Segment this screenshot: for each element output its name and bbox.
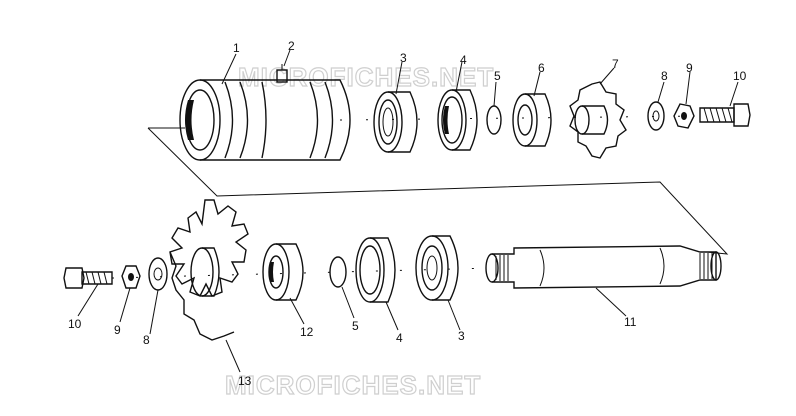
callout-9-top: 9 [686,61,693,75]
assembly-frame-lines [147,127,729,255]
callout-10-top: 10 [733,69,747,83]
callout-11: 11 [624,315,637,329]
callouts-bottom: 10 9 8 13 12 5 4 3 11 [68,315,637,388]
part-10-bolt-top [699,103,751,127]
part-3-bearing-bottom [415,235,459,301]
watermark-top: MICROFICHES.NET [238,62,494,92]
part-5-o-ring-top [486,105,502,135]
part-8-washer-top [647,101,665,131]
part-6-spacer [512,93,552,147]
part-10-bolt-bottom [63,267,113,289]
callout-12: 12 [300,325,314,339]
callout-3-bottom: 3 [458,329,465,343]
callout-8-bottom: 8 [143,333,150,347]
callouts-top: 1 2 3 4 5 6 7 8 9 10 [233,39,747,83]
part-3-bearing-top [373,91,418,153]
callout-8-top: 8 [661,69,668,83]
part-5-o-ring-bottom [329,256,347,288]
callout-7: 7 [612,57,619,71]
part-9-lock-washer-top [673,103,695,129]
part-1-housing [179,79,351,161]
part-8-washer-bottom [148,257,168,291]
top-center-axis [339,115,701,121]
callout-4-top: 4 [460,53,467,67]
part-4-bearing-cup-top [437,89,478,151]
callout-5-bottom: 5 [352,319,359,333]
callout-5-top: 5 [494,69,501,83]
callout-4-bottom: 4 [396,331,403,345]
callout-6: 6 [538,61,545,75]
part-11-jackshaft [485,245,722,289]
callout-3-top: 3 [400,51,407,65]
callout-10-bottom: 10 [68,317,82,331]
callout-9-bottom: 9 [114,323,121,337]
callout-1: 1 [233,41,240,55]
part-4-bearing-cup-bottom [355,237,396,303]
part-13-large-sprocket [169,199,249,341]
part-9-lock-washer-bottom [121,265,141,289]
callout-2: 2 [288,39,295,53]
part-7-small-sprocket [569,81,627,159]
callout-13: 13 [238,374,252,388]
part-2-grease-fitting [276,64,288,83]
leader-lines [77,49,739,373]
part-12-spacer [262,243,304,301]
watermark-bottom: MICROFICHES.NET [225,370,481,400]
